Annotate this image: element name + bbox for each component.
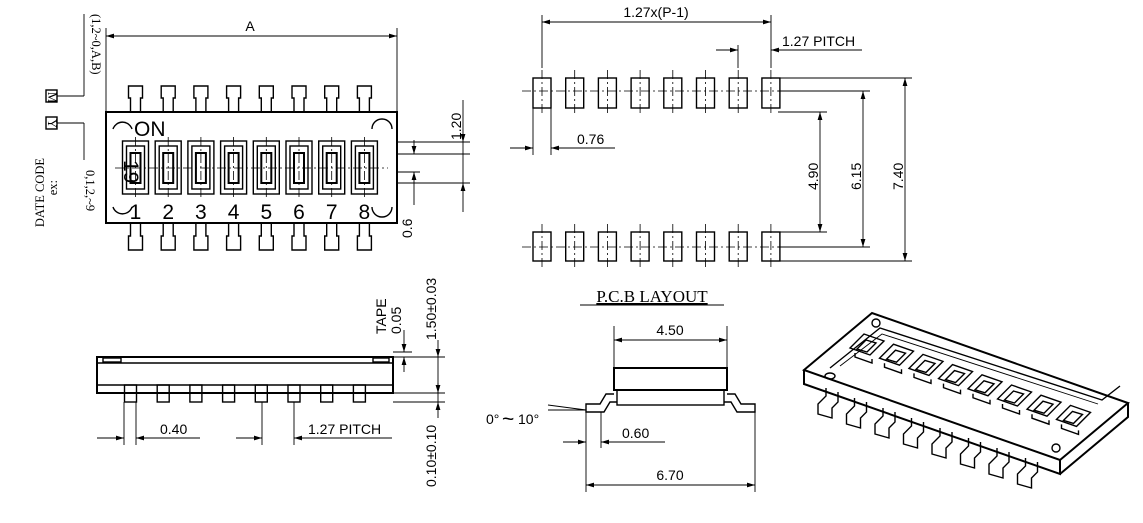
side-lead — [254, 384, 269, 403]
switch-number: 5 — [260, 201, 272, 224]
iso-switch-window — [944, 369, 966, 384]
dim-tape-value: 0.05 — [388, 307, 404, 334]
date-code-line2: ex: — [46, 180, 60, 195]
switch-number: 1 — [130, 201, 142, 224]
dim-foot-label: 0.60 — [622, 425, 649, 441]
top-pin — [356, 85, 373, 112]
dim-pad-width-label: 0.76 — [577, 131, 604, 147]
on-label: ON — [134, 118, 166, 141]
iso-switch-side — [1060, 424, 1080, 436]
side-lead — [156, 384, 170, 403]
iso-switch-frame — [996, 384, 1033, 407]
iso-lead — [817, 388, 839, 419]
side-view: TAPE 0.05 1.50±0.03 0.10±0.10 0.40 1.27 … — [96, 278, 445, 487]
dim-angle-sep: ~ — [502, 408, 514, 431]
top-pin — [225, 85, 242, 112]
month-code-label: (1,2~0,A,B) — [89, 14, 103, 75]
top-pin — [127, 85, 144, 112]
side-lead — [352, 384, 367, 403]
switch-number: 4 — [228, 201, 240, 224]
iso-switch-window — [914, 359, 937, 374]
bottom-pin — [356, 223, 373, 251]
date-code-line1: DATE CODE — [33, 158, 47, 227]
top-pin — [324, 85, 340, 112]
iso-switch-side — [942, 383, 962, 395]
iso-switch-side — [1031, 414, 1050, 426]
switch-number: 8 — [359, 201, 371, 224]
iso-switch-side — [883, 363, 903, 375]
side-lead — [320, 384, 334, 403]
dim-angle-a: 0° — [486, 411, 499, 427]
iso-switch-frame — [937, 363, 974, 387]
iso-switch-window — [855, 339, 878, 353]
dim-pitch-label: 1.27 PITCH — [782, 33, 855, 49]
isometric-view — [802, 311, 1130, 489]
bottom-pin — [258, 223, 274, 251]
iso-switch-window — [973, 380, 996, 394]
switch-number: 6 — [293, 201, 305, 224]
iso-switch-window — [1062, 410, 1084, 425]
bottom-pin — [324, 223, 340, 251]
dim-height-label: 1.20 — [448, 113, 464, 140]
bottom-pin — [160, 223, 176, 251]
dim-side-pitch-label: 1.27 PITCH — [308, 421, 381, 437]
dim-inner-label: 4.90 — [805, 163, 821, 190]
bottom-pin — [193, 223, 209, 251]
bottom-pin — [127, 223, 144, 251]
iso-switch-side — [913, 373, 932, 385]
iso-switch-frame — [878, 343, 915, 367]
dim-tape-label: TAPE — [373, 298, 389, 334]
dim-overall-label: 6.70 — [656, 467, 683, 483]
iso-lead — [874, 408, 896, 439]
iso-lead — [1016, 458, 1039, 489]
iso-switch-frame — [1025, 394, 1063, 418]
iso-switch-side — [854, 353, 873, 364]
dim-angle-b: 10° — [518, 411, 539, 427]
iso-switch-frame — [848, 333, 886, 356]
switch-number: 3 — [195, 201, 207, 224]
top-pin — [193, 85, 209, 112]
side-lead — [221, 384, 236, 403]
switch-number: 7 — [326, 201, 338, 224]
end-view: 4.50 0° ~ 10° 0.60 6.70 — [486, 322, 756, 492]
iso-switch-frame — [966, 373, 1004, 397]
bottom-pin — [291, 223, 307, 251]
iso-lead — [931, 428, 953, 459]
pcb-layout: 1.27x(P-1) 1.27 PITCH 4.90 6.15 7.40 0.7… — [510, 4, 912, 306]
switch-number: 2 — [162, 201, 174, 224]
iso-lead — [845, 398, 868, 429]
top-pin — [258, 85, 274, 112]
iso-switch-side — [1001, 404, 1021, 415]
pcb-layout-title: P.C.B LAYOUT — [596, 287, 708, 306]
iso-lead — [959, 438, 982, 469]
iso-switch-window — [1003, 390, 1025, 404]
year-code-label: 0,1,2,~9 — [83, 170, 97, 211]
iso-switch-frame — [907, 353, 945, 377]
bottom-pin — [225, 223, 242, 251]
top-pin — [291, 85, 307, 112]
side-lead — [189, 384, 203, 403]
dim-outer-label: 7.40 — [890, 163, 906, 190]
iso-lead — [902, 418, 925, 449]
dim-lead-width-label: 0.40 — [160, 421, 187, 437]
iso-switch-window — [1032, 400, 1055, 414]
iso-switch-window — [885, 349, 907, 363]
dim-offset-label: 0.6 — [399, 218, 415, 238]
code-19-label: 19 — [119, 160, 142, 183]
iso-switch-side — [972, 393, 991, 405]
dim-body-label: 4.50 — [656, 322, 683, 338]
dim-side-height-label: 1.50±0.03 — [423, 278, 439, 340]
dim-span-label: 1.27x(P-1) — [623, 4, 688, 20]
side-lead — [123, 384, 138, 403]
iso-switch-frame — [1055, 404, 1092, 428]
top-pin — [160, 85, 176, 112]
marker-m-label: M — [45, 92, 59, 103]
dim-mid-label: 6.15 — [848, 163, 864, 190]
dim-standoff-label: 0.10±0.10 — [423, 425, 439, 487]
iso-lead — [988, 448, 1010, 479]
marker-y-label: Y — [45, 119, 59, 128]
dim-a-label: A — [245, 18, 255, 34]
